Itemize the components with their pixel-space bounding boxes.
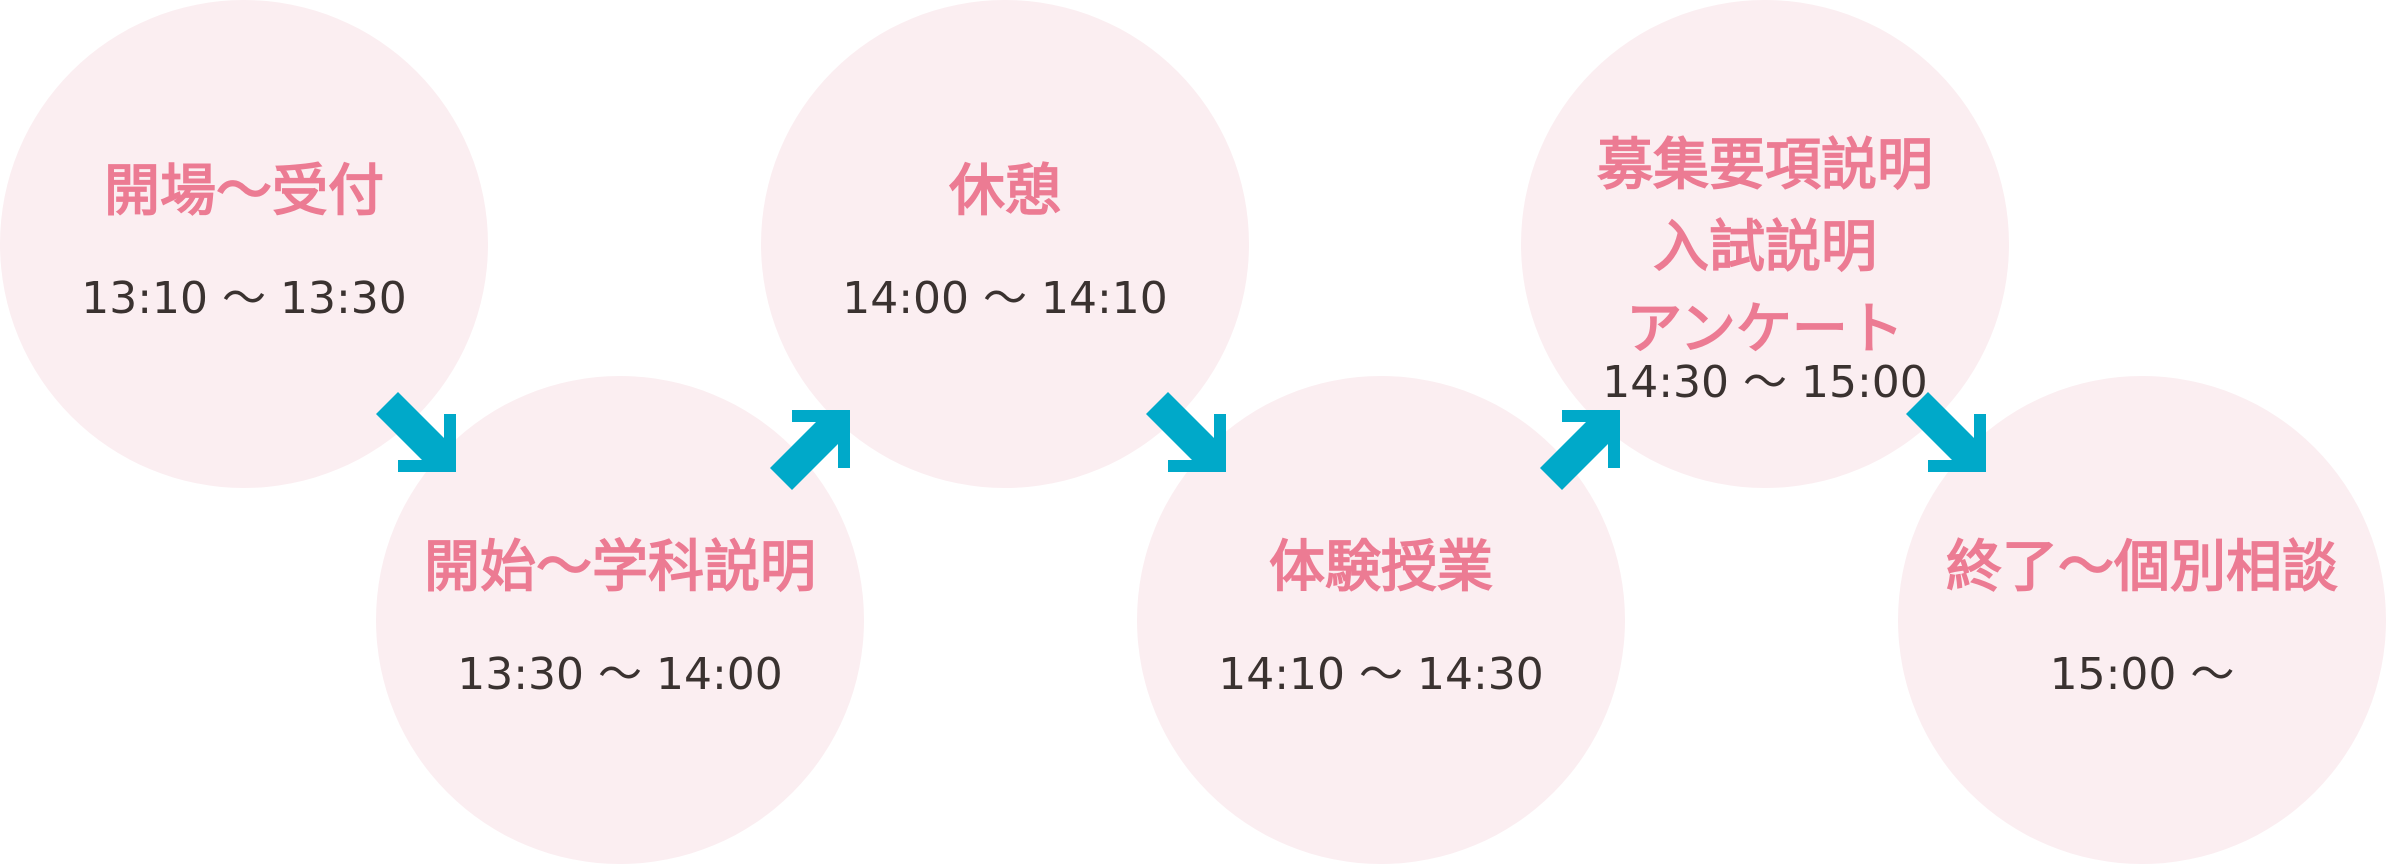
arrow-up-right-icon	[770, 400, 860, 490]
step-title-line: 募集要項説明	[1597, 133, 1933, 198]
arrow-down-right-icon	[1146, 392, 1236, 482]
step-title-line: 入試説明	[1653, 215, 1877, 280]
step-title: 休憩	[949, 159, 1061, 224]
arrow-up-right-icon	[1540, 400, 1630, 490]
step-time: 13:30 〜 14:00	[457, 649, 783, 700]
step-time: 13:10 〜 13:30	[81, 273, 407, 324]
arrow-down-right-icon	[1906, 392, 1996, 482]
step-time: 14:30 〜 15:00	[1602, 357, 1928, 408]
step-title-lines: 募集要項説明 入試説明 アンケート	[1521, 125, 2009, 371]
step-title: 終了～個別相談	[1946, 535, 2338, 600]
step-time: 14:10 〜 14:30	[1218, 649, 1544, 700]
step-circle-opening: 開場～受付 13:10 〜 13:30	[0, 0, 488, 488]
step-title: 開場～受付	[104, 159, 384, 224]
step-title: 開始～学科説明	[424, 535, 816, 600]
step-time: 14:00 〜 14:10	[842, 273, 1168, 324]
step-title-line: アンケート	[1626, 297, 1904, 362]
step-title: 体験授業	[1269, 535, 1493, 600]
step-time: 15:00 〜	[2049, 649, 2235, 700]
arrow-down-right-icon	[376, 392, 466, 482]
